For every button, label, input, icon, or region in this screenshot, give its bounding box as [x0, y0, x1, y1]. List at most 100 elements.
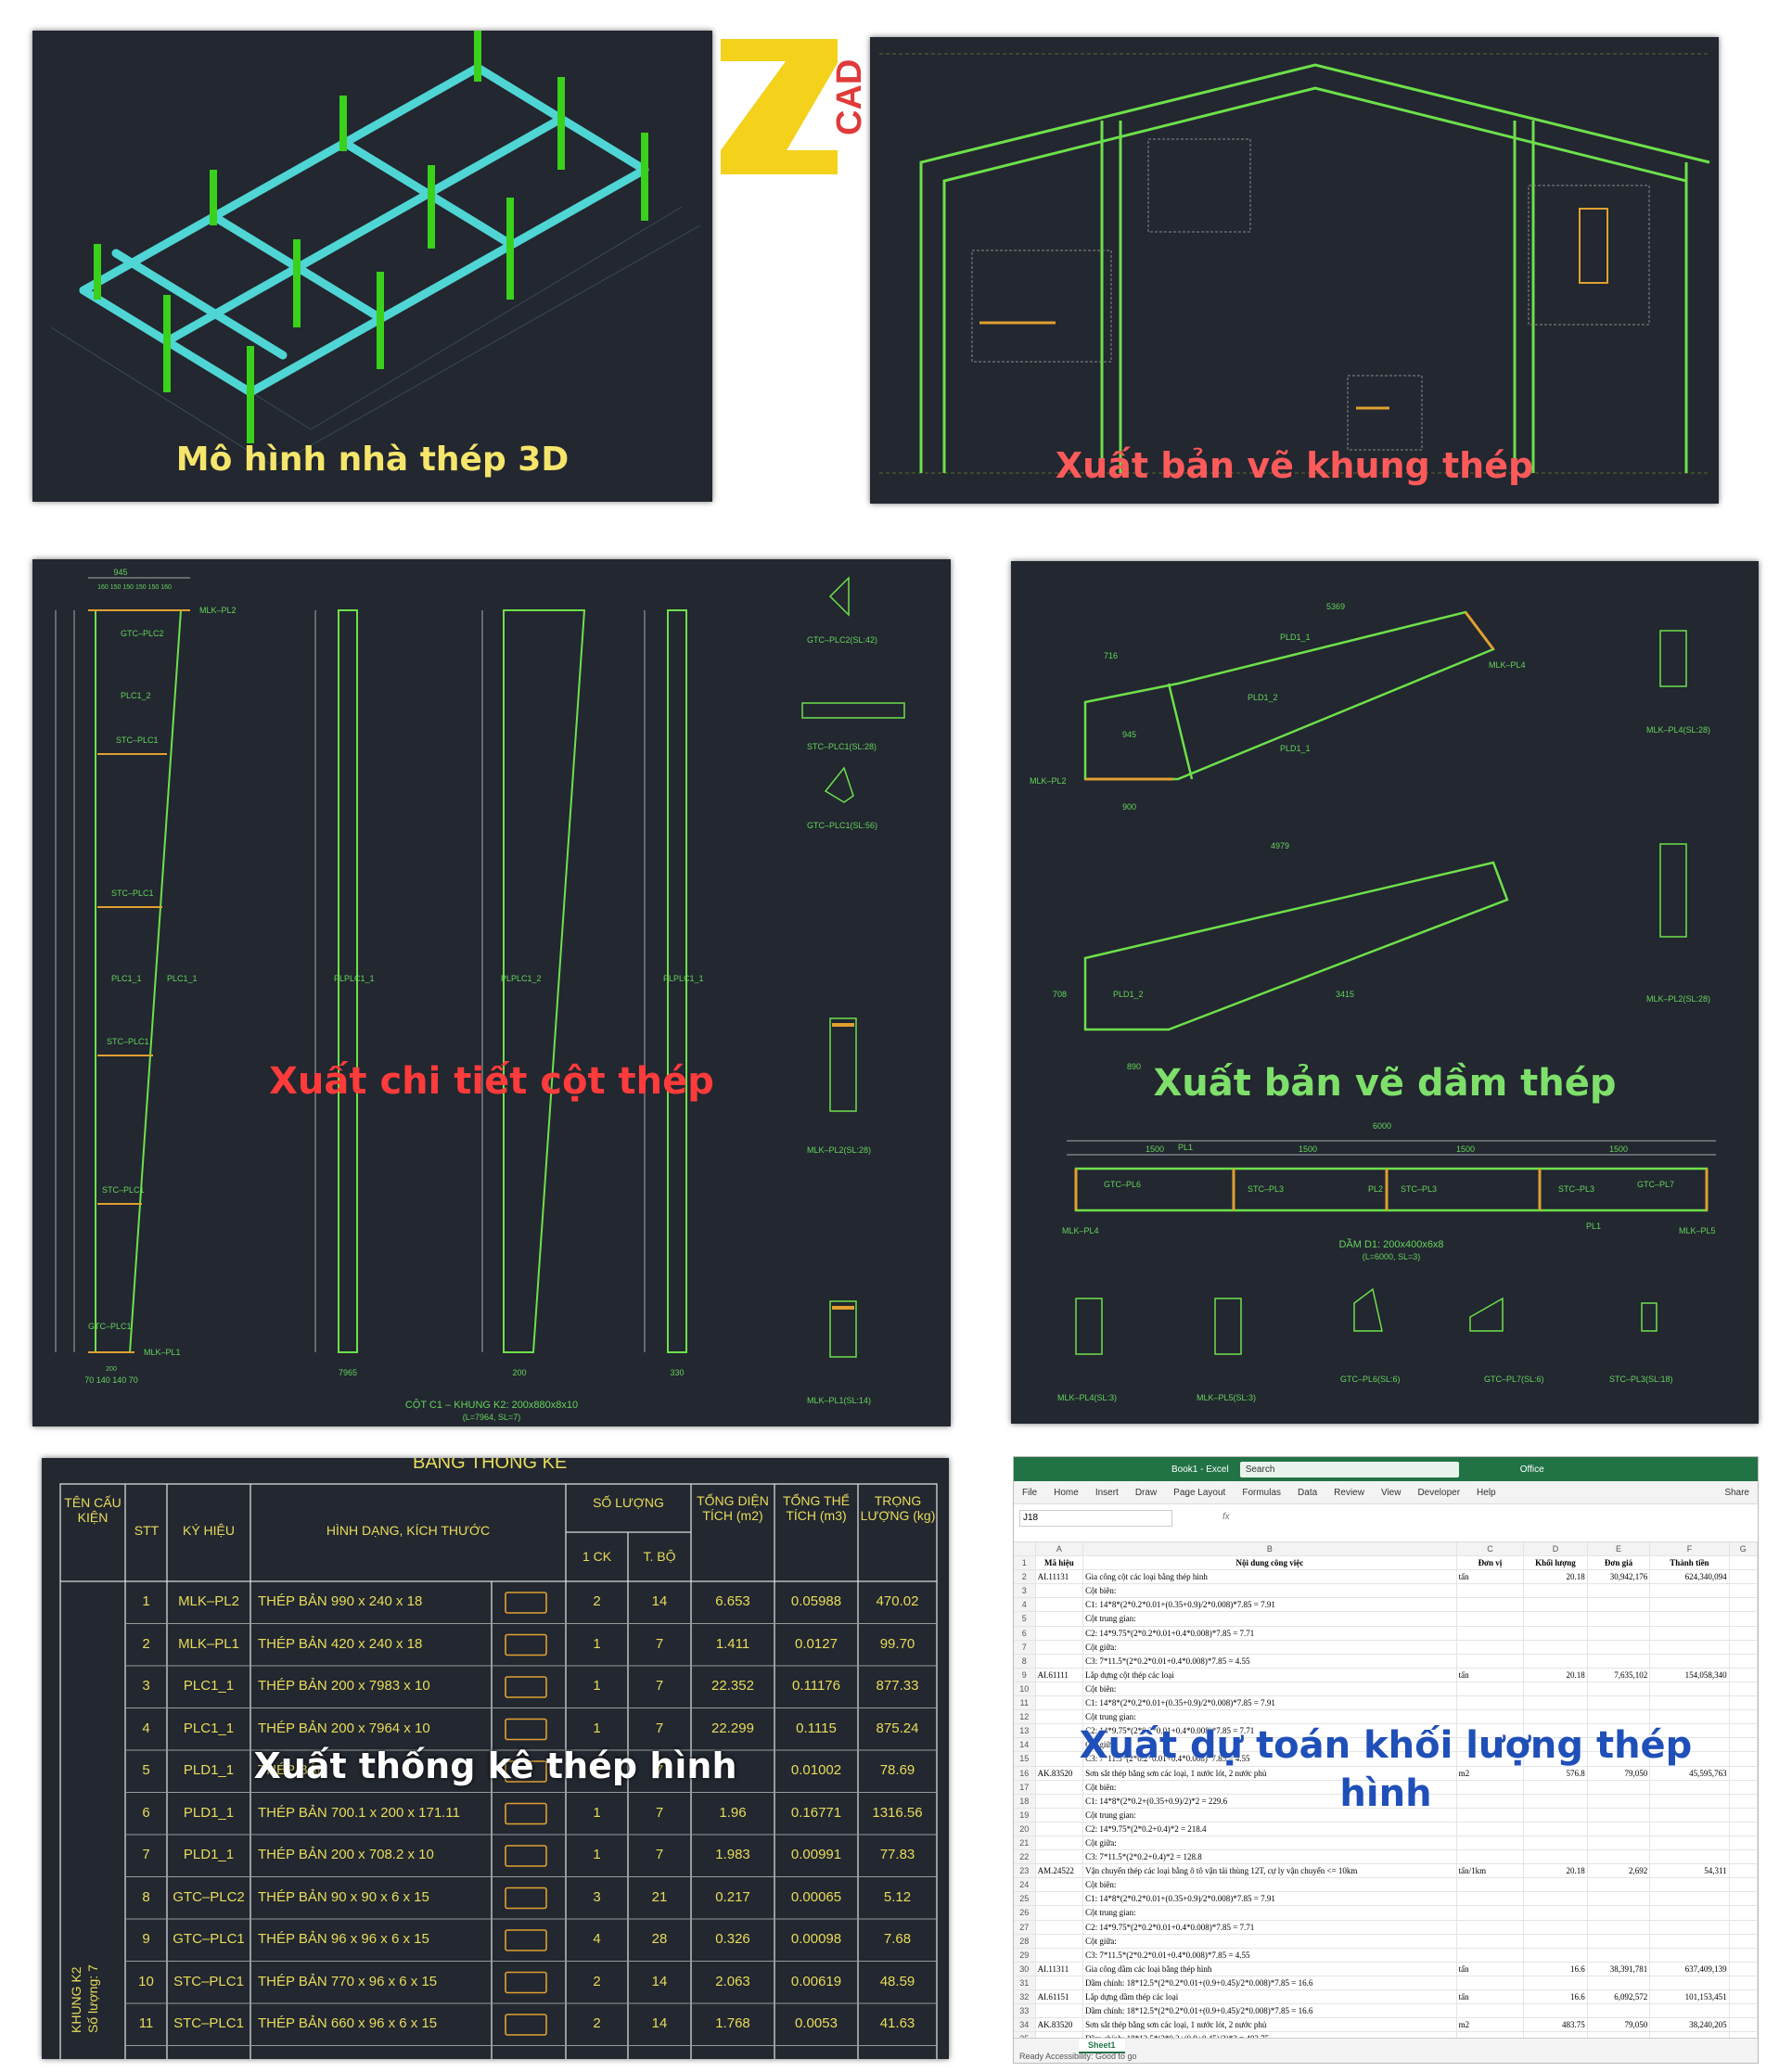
excel-cell[interactable]: m2: [1457, 2018, 1525, 2032]
excel-cell[interactable]: [1524, 1934, 1588, 1948]
excel-cell[interactable]: [1588, 1640, 1651, 1654]
excel-cell[interactable]: 38,240,205: [1650, 2018, 1730, 2032]
excel-cell[interactable]: [1036, 1654, 1084, 1668]
excel-cell[interactable]: [1457, 1934, 1525, 1948]
excel-cell[interactable]: [1524, 1906, 1588, 1920]
excel-cell[interactable]: [1036, 1780, 1084, 1794]
excel-cell[interactable]: [1036, 1835, 1084, 1850]
excel-cell[interactable]: [1036, 1724, 1084, 1738]
excel-menu-developer[interactable]: Developer: [1417, 1487, 1461, 1498]
excel-cell[interactable]: [1588, 2004, 1651, 2018]
excel-cell[interactable]: [1036, 1934, 1084, 1948]
excel-cell[interactable]: [1457, 1654, 1525, 1668]
excel-cell[interactable]: [1730, 1654, 1758, 1668]
excel-cell[interactable]: [1730, 1640, 1758, 1654]
excel-cell[interactable]: Sơn sắt thép bằng sơn các loại, 1 nước l…: [1083, 2018, 1457, 2032]
excel-row-number[interactable]: 22: [1014, 1850, 1036, 1864]
excel-cell[interactable]: [1524, 1710, 1588, 1724]
excel-cell[interactable]: [1457, 1696, 1525, 1710]
excel-cell[interactable]: [1730, 1976, 1758, 1989]
excel-row-number[interactable]: 3: [1014, 1584, 1036, 1598]
excel-cell[interactable]: [1457, 1822, 1525, 1835]
excel-cell[interactable]: [1524, 1878, 1588, 1892]
excel-cell[interactable]: [1650, 1822, 1730, 1835]
excel-cell[interactable]: [1036, 1906, 1084, 1920]
excel-cell[interactable]: Khối lượng: [1524, 1556, 1588, 1570]
excel-cell[interactable]: 637,409,139: [1650, 1962, 1730, 1976]
excel-cell[interactable]: [1036, 1682, 1084, 1696]
excel-cell[interactable]: [1524, 1612, 1588, 1626]
excel-cell[interactable]: [1588, 1850, 1651, 1864]
excel-row-number[interactable]: 34: [1014, 2018, 1036, 2032]
excel-cell[interactable]: [1457, 1626, 1525, 1640]
excel-cell[interactable]: [1730, 1584, 1758, 1598]
excel-cell[interactable]: [1588, 1584, 1651, 1598]
excel-cell[interactable]: [1588, 1626, 1651, 1640]
excel-cell[interactable]: [1588, 1934, 1651, 1948]
excel-cell[interactable]: [1457, 1976, 1525, 1989]
excel-cell[interactable]: [1588, 1738, 1651, 1752]
excel-cell[interactable]: [1730, 1752, 1758, 1766]
excel-row-number[interactable]: 19: [1014, 1808, 1036, 1822]
excel-cell[interactable]: [1588, 1794, 1651, 1808]
excel-cell[interactable]: [1457, 1906, 1525, 1920]
excel-cell[interactable]: 16.6: [1524, 1962, 1588, 1976]
excel-cell[interactable]: Đơn giá: [1588, 1556, 1651, 1570]
excel-cell[interactable]: [1524, 1598, 1588, 1612]
excel-cell[interactable]: [1730, 1668, 1758, 1682]
excel-cell[interactable]: Mã hiệu: [1036, 1556, 1084, 1570]
excel-cell[interactable]: Thành tiền: [1650, 1556, 1730, 1570]
excel-cell[interactable]: 2,692: [1588, 1864, 1651, 1878]
excel-select-all[interactable]: [1014, 1542, 1036, 1556]
excel-cell[interactable]: C2: 14*9.75*(2*0.2*0.01+0.4*0.008)*7.85 …: [1083, 1626, 1457, 1640]
excel-cell[interactable]: [1524, 1920, 1588, 1934]
excel-cell[interactable]: [1650, 1934, 1730, 1948]
excel-cell[interactable]: [1457, 1920, 1525, 1934]
excel-cell[interactable]: [1036, 2004, 1084, 2018]
excel-cell[interactable]: C3: 7*11.5*(2*0.2+0.4)*2 = 128.8: [1083, 1850, 1457, 1864]
excel-cell[interactable]: [1730, 1794, 1758, 1808]
excel-row-number[interactable]: 2: [1014, 1570, 1036, 1584]
excel-cell[interactable]: [1036, 1850, 1084, 1864]
excel-cell[interactable]: [1730, 1724, 1758, 1738]
excel-cell[interactable]: AI.61111: [1036, 1668, 1084, 1682]
excel-cell[interactable]: AI.61151: [1036, 1990, 1084, 2004]
excel-cell[interactable]: 79,050: [1588, 1766, 1651, 1780]
excel-cell[interactable]: [1650, 1892, 1730, 1906]
excel-cell[interactable]: [1730, 1906, 1758, 1920]
excel-cell[interactable]: [1457, 1808, 1525, 1822]
excel-cell[interactable]: 16.6: [1524, 1990, 1588, 2004]
excel-col-header[interactable]: A: [1035, 1542, 1084, 1556]
excel-menu-home[interactable]: Home: [1054, 1487, 1079, 1498]
excel-cell[interactable]: Cột biên:: [1083, 1682, 1457, 1696]
excel-cell[interactable]: [1730, 2018, 1758, 2032]
excel-cell[interactable]: [1588, 1835, 1651, 1850]
excel-cell[interactable]: [1457, 1780, 1525, 1794]
excel-row-number[interactable]: 30: [1014, 1962, 1036, 1976]
excel-row-number[interactable]: 11: [1014, 1696, 1036, 1710]
excel-row-number[interactable]: 12: [1014, 1710, 1036, 1724]
excel-cell[interactable]: [1730, 1822, 1758, 1835]
excel-cell[interactable]: [1524, 1976, 1588, 1989]
excel-cell[interactable]: C2: 14*9.75*(2*0.2*0.01+0.4*0.008)*7.85 …: [1083, 1724, 1457, 1738]
excel-col-header[interactable]: D: [1524, 1542, 1588, 1556]
excel-cell[interactable]: [1036, 1598, 1084, 1612]
excel-cell[interactable]: [1036, 1822, 1084, 1835]
excel-cell[interactable]: [1036, 1584, 1084, 1598]
excel-row-number[interactable]: 4: [1014, 1598, 1036, 1612]
excel-cell[interactable]: C2: 14*9.75*(2*0.2*0.01+0.4*0.008)*7.85 …: [1083, 1920, 1457, 1934]
excel-row-number[interactable]: 8: [1014, 1654, 1036, 1668]
excel-cell[interactable]: Cột trung gian:: [1083, 1808, 1457, 1822]
excel-row-number[interactable]: 31: [1014, 1976, 1036, 1989]
excel-row-number[interactable]: 10: [1014, 1682, 1036, 1696]
excel-cell[interactable]: [1588, 1822, 1651, 1835]
excel-cell[interactable]: Vận chuyển thép các loại bằng ô tô vận t…: [1083, 1864, 1457, 1878]
excel-cell[interactable]: AK.83520: [1036, 2018, 1084, 2032]
excel-cell[interactable]: [1588, 1696, 1651, 1710]
excel-cell[interactable]: [1036, 1794, 1084, 1808]
excel-search-box[interactable]: Search: [1239, 1461, 1459, 1477]
excel-cell[interactable]: [1588, 1780, 1651, 1794]
excel-cell[interactable]: [1036, 1612, 1084, 1626]
excel-cell[interactable]: [1588, 1906, 1651, 1920]
excel-cell[interactable]: 6,092,572: [1588, 1990, 1651, 2004]
